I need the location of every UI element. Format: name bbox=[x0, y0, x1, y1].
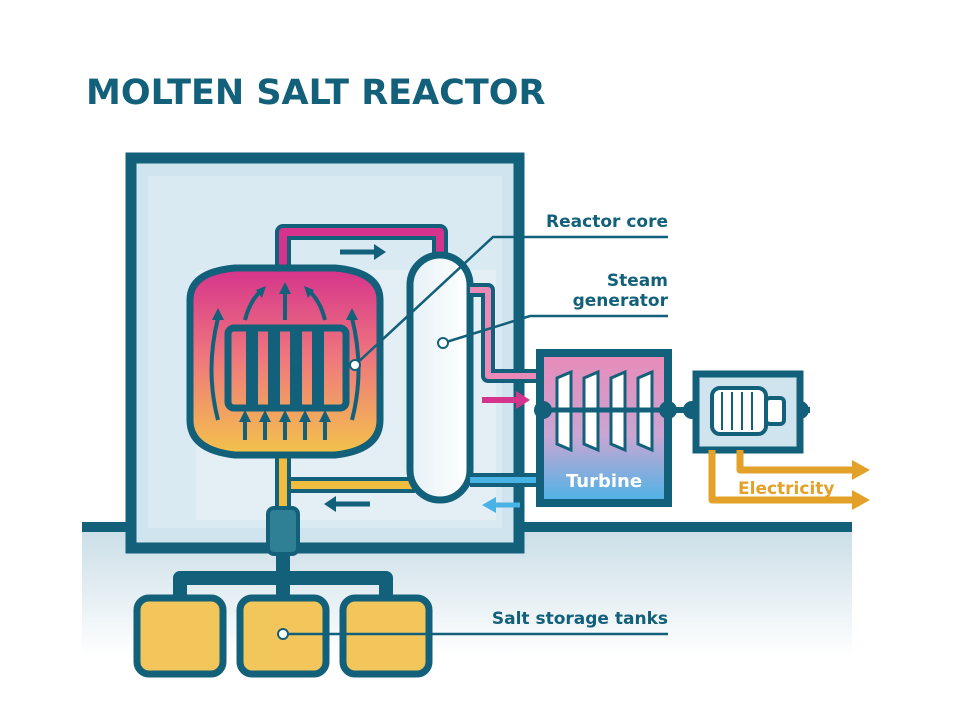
reactor-core-leader bbox=[354, 235, 668, 366]
arrow-left-icon bbox=[324, 496, 370, 512]
arrow-right-icon bbox=[482, 391, 530, 409]
core-graphite-block bbox=[224, 324, 350, 412]
electricity-label: Electricity bbox=[738, 479, 835, 499]
reactor-core-label: Reactor core bbox=[546, 212, 668, 232]
callout-lines bbox=[283, 235, 668, 636]
storage-tank-3 bbox=[339, 594, 433, 678]
arrow-left-icon bbox=[482, 497, 520, 513]
storage-tank-1 bbox=[133, 594, 227, 678]
salt-storage-tanks bbox=[133, 594, 433, 678]
steam-generator-vessel bbox=[406, 251, 474, 504]
drain-valve bbox=[266, 506, 300, 556]
core-flow-arrowheads bbox=[212, 282, 358, 422]
electricity-lines bbox=[708, 450, 855, 504]
arrow-right-icon bbox=[340, 244, 386, 260]
steam-generator-leader bbox=[442, 314, 668, 345]
turbine-label: Turbine bbox=[566, 471, 642, 492]
generator-icon bbox=[710, 386, 786, 436]
steam-generator-label-line2: generator bbox=[573, 291, 669, 311]
arrow-right-icon bbox=[852, 460, 870, 510]
fuel-channels bbox=[246, 326, 324, 410]
steam-generator-label-line1: Steam bbox=[607, 271, 668, 291]
callout-dots bbox=[277, 337, 449, 640]
salt-storage-label: Salt storage tanks bbox=[492, 609, 668, 629]
page-title: MOLTEN SALT REACTOR bbox=[86, 73, 545, 113]
steam-line bbox=[470, 287, 548, 379]
hot-salt-pipe bbox=[279, 228, 444, 285]
